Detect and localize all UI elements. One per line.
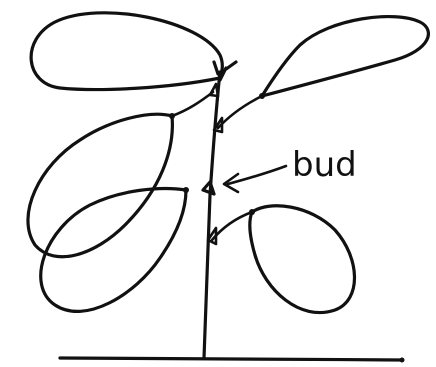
ground-line-end	[400, 358, 405, 363]
bud-label: bud	[292, 145, 357, 185]
petiole-top-right	[218, 96, 262, 128]
petiole-lower-right	[212, 212, 252, 240]
leaf-upper-left	[28, 114, 172, 256]
stem	[204, 72, 220, 358]
leaf-top-right	[262, 17, 428, 96]
leaf-lower-left-node	[183, 187, 189, 193]
leaf-lower-left	[41, 189, 186, 312]
leaf-lower-right	[250, 206, 355, 313]
petiole-upper-left	[172, 92, 213, 116]
bud-top	[210, 84, 218, 96]
ground-line	[60, 358, 402, 360]
leaf-top-left	[31, 13, 222, 90]
